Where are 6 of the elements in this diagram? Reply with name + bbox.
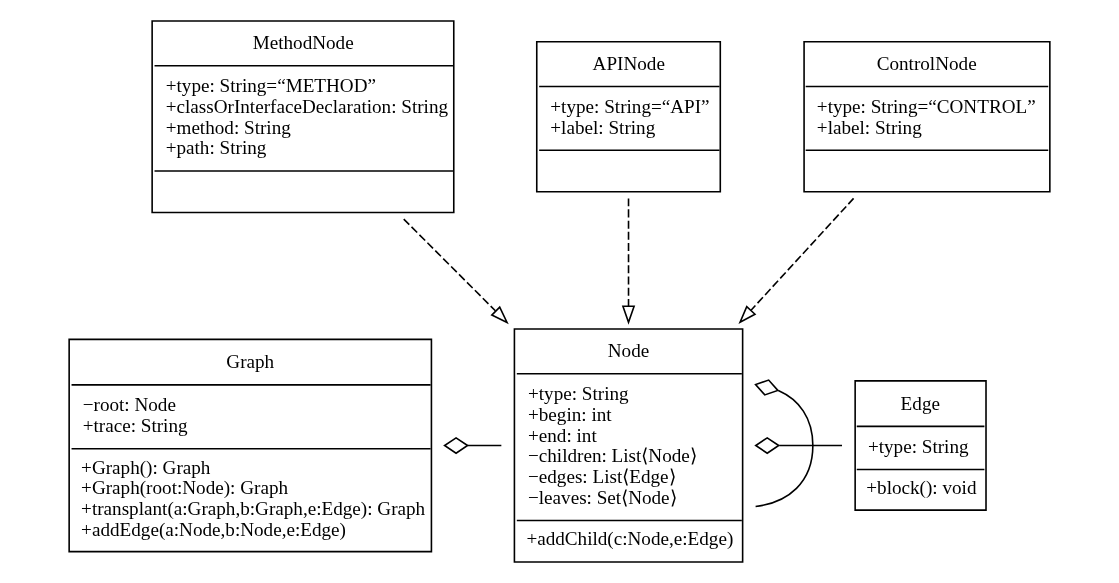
arrow bbox=[402, 218, 509, 325]
arrow bbox=[621, 197, 636, 325]
connector bbox=[754, 436, 843, 455]
connector bbox=[754, 379, 814, 508]
arrow bbox=[738, 197, 855, 324]
connector bbox=[443, 436, 503, 455]
